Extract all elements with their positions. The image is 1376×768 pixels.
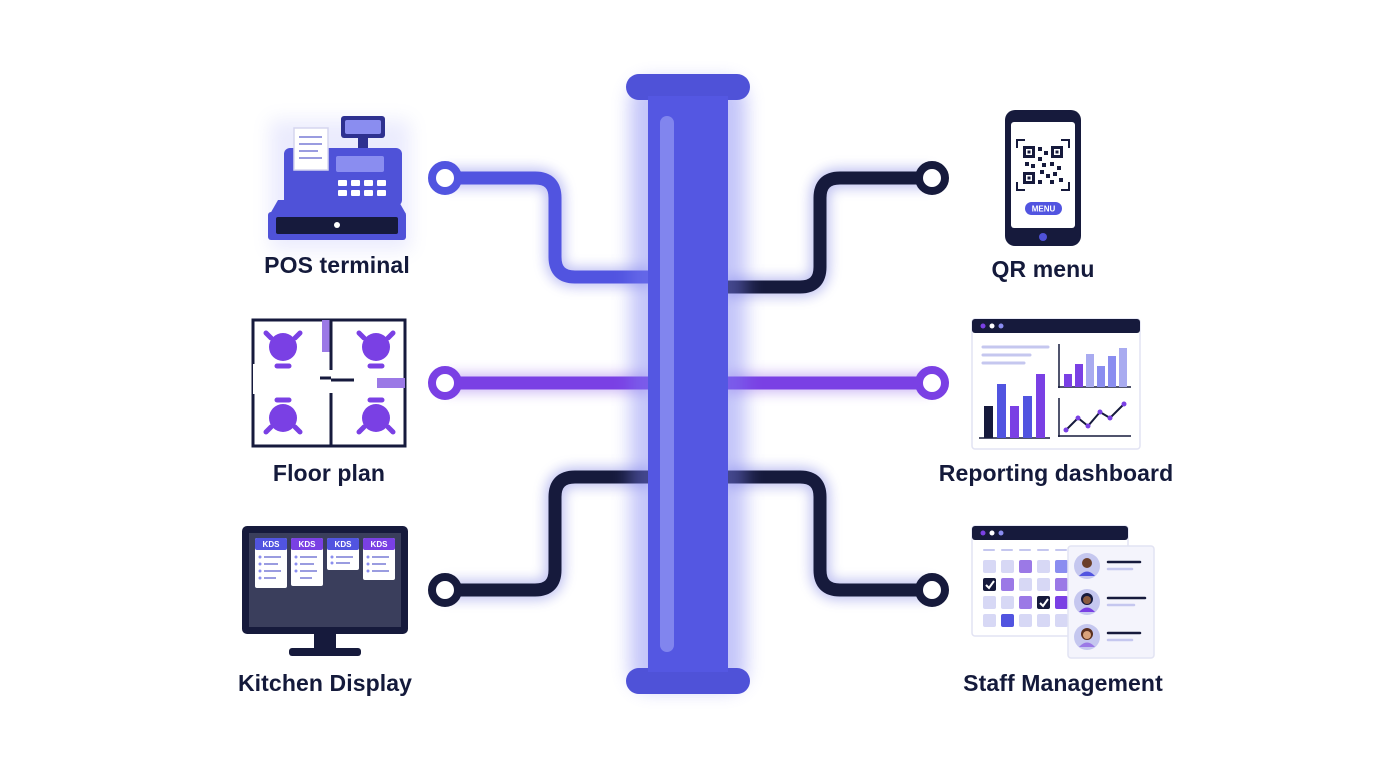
cash-register-icon [268,116,410,250]
connector-floor [428,366,650,400]
node-label-staff-management: Staff Management [963,670,1163,696]
kds-ticket: KDS [363,538,395,580]
node-label-floor-plan: Floor plan [272,460,386,486]
check-icon [985,580,995,590]
schedule-icon [971,525,1155,659]
qr-menu-button-label: MENU [1032,205,1056,214]
connector-endpoint [915,161,949,195]
connector-endpoint [428,573,462,607]
connector-endpoint [915,573,949,607]
kds-ticket-label: KDS [263,540,281,549]
node-label-pos-terminal: POS terminal [264,252,410,278]
kds-ticket-label: KDS [335,540,353,549]
connector-endpoint [915,366,949,400]
connector-qr [726,161,949,294]
connector-staff [726,470,949,607]
connector-reporting [726,366,949,400]
connector-endpoint [428,161,462,195]
calendar-grid [983,560,1068,627]
connector-pos [428,161,650,284]
monitor-icon: KDS KDS KDS KDS [242,526,408,656]
kds-ticket-label: KDS [371,540,389,549]
staff-card [1067,545,1155,659]
connector-kitchen [428,470,650,607]
central-bus [626,74,750,694]
phone-qr-icon: MENU [1005,110,1081,246]
node-label-qr-menu: QR menu [991,256,1095,282]
table-group [263,330,396,435]
avatar [1074,589,1100,615]
kds-ticket: KDS [255,538,287,588]
kds-ticket: KDS [327,538,359,570]
kds-ticket-label: KDS [299,540,317,549]
node-label-kitchen-display: Kitchen Display [237,670,413,696]
floor-plan-icon [251,318,407,448]
connector-endpoint [428,366,462,400]
node-label-reporting-dashboard: Reporting dashboard [938,460,1174,486]
avatar [1074,553,1100,579]
dashboard-icon [971,318,1141,450]
avatar [1074,624,1100,650]
check-icon [1039,598,1049,608]
kds-ticket: KDS [291,538,323,586]
